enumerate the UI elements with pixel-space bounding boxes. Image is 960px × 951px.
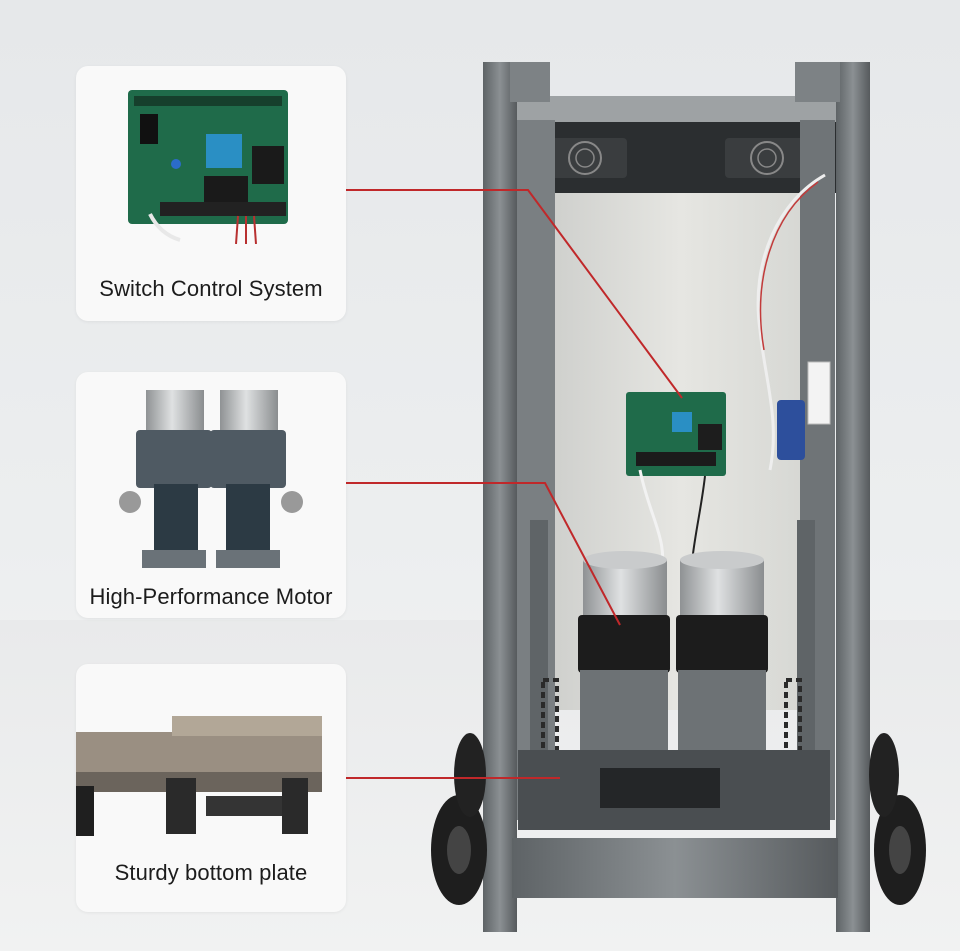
motor-pair-icon — [119, 390, 303, 568]
control-board-icon — [128, 90, 288, 244]
callout-card-motor: High-Performance Motor — [76, 372, 346, 618]
leader-line-control — [332, 189, 683, 399]
leader-line-motor — [332, 482, 621, 626]
motor-right — [676, 551, 768, 755]
fan-right — [725, 138, 809, 178]
wheel-front-left — [431, 795, 487, 905]
callout-label-plate: Sturdy bottom plate — [114, 860, 308, 885]
wheel-rear-right — [869, 733, 899, 817]
callout-label-control: Switch Control System — [99, 276, 323, 301]
bottom-plate-icon — [76, 716, 322, 836]
control-board-installed — [626, 392, 726, 476]
wheel-front-right — [874, 795, 926, 905]
callout-label-motor: High-Performance Motor — [89, 584, 333, 609]
motor-left — [578, 551, 670, 755]
callout-card-plate: Sturdy bottom plate — [76, 664, 346, 912]
fan-left — [543, 138, 627, 178]
callout-card-control: Switch Control System — [76, 66, 346, 321]
wheel-rear-left — [454, 733, 486, 817]
